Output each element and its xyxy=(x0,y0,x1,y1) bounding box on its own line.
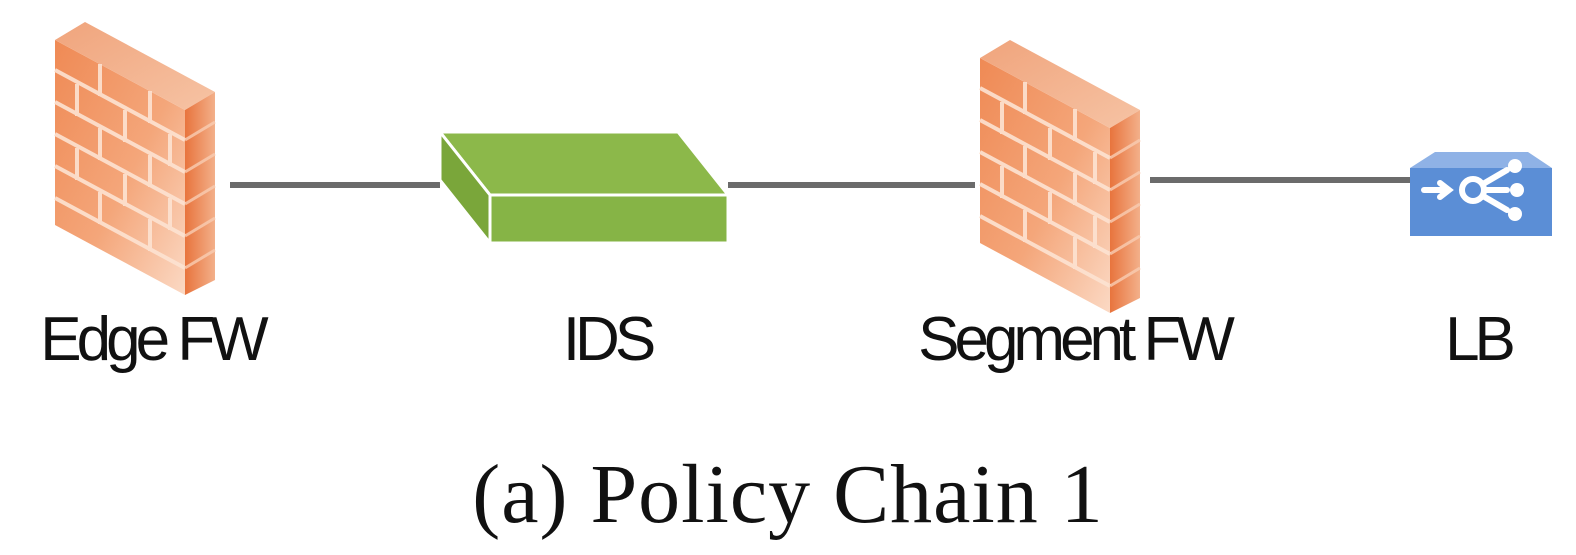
edge-fw-firewall-icon[interactable] xyxy=(53,20,217,297)
figure-caption: (a) Policy Chain 1 xyxy=(472,448,1104,541)
lb-label: LB xyxy=(1445,305,1516,374)
ids-appliance-icon[interactable] xyxy=(436,127,732,248)
segment-fw-firewall-icon[interactable] xyxy=(978,38,1142,315)
edge-fw-label: Edge FW xyxy=(40,305,268,374)
ids-label: IDS xyxy=(562,305,656,374)
segment-fw-label: Segment FW xyxy=(918,305,1235,374)
load-balancer-icon[interactable] xyxy=(1410,152,1552,236)
